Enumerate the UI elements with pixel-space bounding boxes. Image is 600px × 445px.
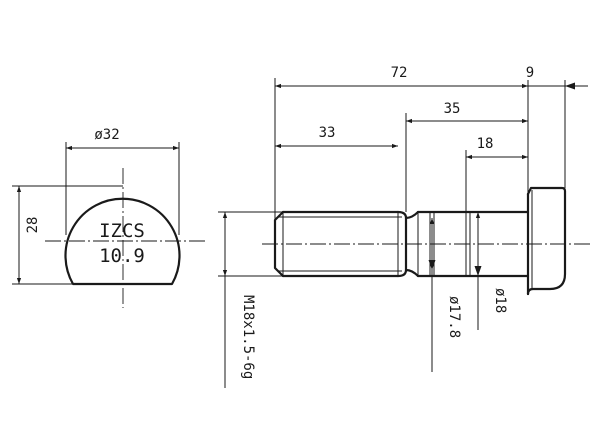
dim-thread-length-label: 33 — [319, 125, 336, 141]
knurl-dia-arrow-bottom — [474, 266, 482, 276]
dim-shank-length-label: 35 — [444, 101, 461, 117]
dim-head-thickness-arrow — [565, 82, 575, 90]
neck-dia-arrow-bottom — [428, 260, 436, 270]
thread-spec-label: M18x1.5-6g — [240, 295, 256, 379]
marking-line-2: 10.9 — [99, 245, 145, 267]
dim-overall-length-label: 72 — [391, 65, 408, 81]
dia32-label: ø32 — [94, 127, 119, 143]
head-end-view: ø32 28 IZCS 10.9 — [12, 127, 205, 308]
head-profile-outline — [64, 197, 181, 286]
neck-dia-label: ø17.8 — [446, 296, 462, 338]
dim-head-thickness-label: 9 — [526, 65, 534, 81]
neck-fillet-top — [404, 210, 420, 220]
head-outline — [526, 186, 567, 296]
dim-knurl-length-label: 18 — [477, 136, 494, 152]
height-label: 28 — [25, 217, 41, 234]
side-view-dimensions: 72 9 35 33 18 M18x1.5-6g ø17.8 ø18 — [218, 65, 588, 388]
neck-fillet-bottom — [404, 268, 420, 278]
bolt-side-view — [262, 186, 590, 296]
knurl-dia-label: ø18 — [492, 288, 508, 313]
marking-line-1: IZCS — [99, 220, 145, 242]
